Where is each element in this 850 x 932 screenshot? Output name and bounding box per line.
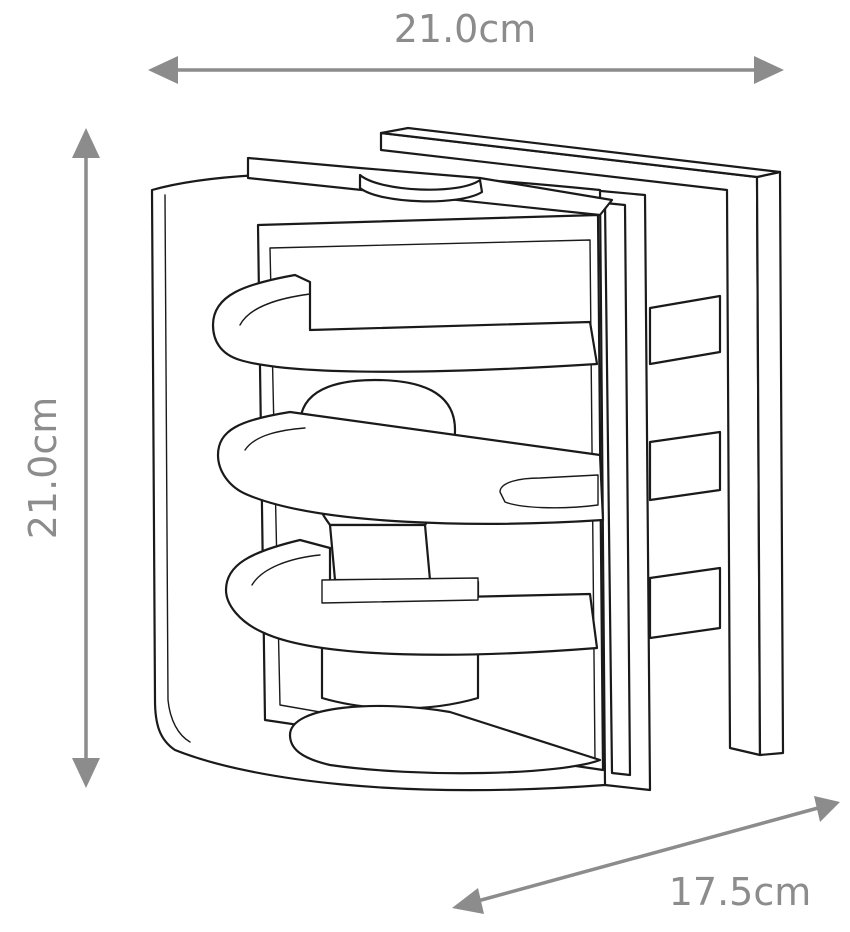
mount-bar-middle xyxy=(648,430,722,502)
top-cap-notch xyxy=(358,173,484,203)
wall-lamp-drawing xyxy=(150,126,785,792)
back-plate-side xyxy=(755,170,785,757)
width-arrow-right xyxy=(754,56,784,84)
height-dimension: 21.0cm xyxy=(21,128,100,788)
top-cap xyxy=(246,156,614,217)
width-label: 21.0cm xyxy=(394,7,537,51)
spiral-ring-bottom-band xyxy=(321,577,479,604)
depth-arrow-right xyxy=(814,796,840,822)
width-arrow-left xyxy=(148,56,178,84)
bottom-base xyxy=(288,704,602,775)
height-label: 21.0cm xyxy=(21,397,65,540)
spiral-ring-top xyxy=(211,273,599,373)
mount-bar-upper xyxy=(648,294,722,366)
back-plate-top xyxy=(379,126,782,179)
spiral-ring-top-inner xyxy=(239,293,311,326)
spiral-ring-middle-tab xyxy=(499,474,599,509)
housing-left-edge xyxy=(164,194,191,743)
height-arrow-bottom xyxy=(72,758,100,788)
front-frame-inner xyxy=(603,201,632,777)
height-arrow-top xyxy=(72,128,100,158)
depth-label: 17.5cm xyxy=(669,870,812,914)
width-dimension: 21.0cm xyxy=(148,7,784,84)
depth-arrow-left xyxy=(452,888,484,914)
mount-bar-lower xyxy=(648,566,722,640)
spiral-ring-middle-inner xyxy=(244,427,306,451)
depth-dimension-line xyxy=(473,806,819,904)
spiral-ring-bottom xyxy=(224,538,599,656)
depth-dimension: 17.5cm xyxy=(452,796,840,914)
spiral-ring-bottom-inner xyxy=(251,554,321,586)
bulb-neck xyxy=(328,523,432,582)
